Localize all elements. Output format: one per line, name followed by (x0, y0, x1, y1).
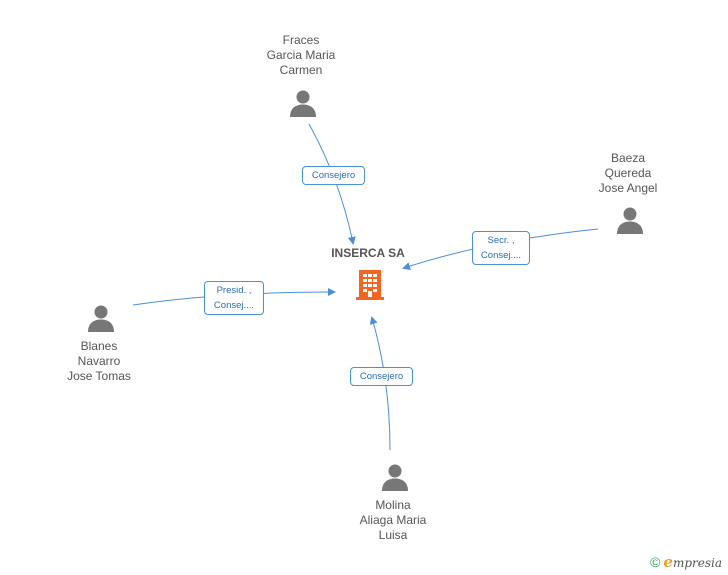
name-line: Garcia Maria (266, 48, 336, 62)
role-line: Consejero (359, 371, 404, 382)
role-line: Consej.... (480, 250, 522, 261)
name-line: Luisa (378, 528, 408, 542)
footer-brand[interactable]: ©empresia (650, 553, 722, 571)
brand-logo: empresia (663, 553, 722, 571)
role-line: Consej.... (213, 300, 255, 311)
role-box-molina[interactable]: Consejero (350, 367, 413, 386)
name-line: Quereda (604, 166, 652, 180)
name-line: Jose Angel (598, 181, 658, 195)
person-icon[interactable] (288, 88, 318, 118)
name-line: Jose Tomas (67, 369, 131, 383)
role-box-baeza[interactable]: Secr. , Consej.... (472, 231, 530, 265)
person-name-baeza[interactable]: Baeza Quereda Jose Angel (558, 151, 698, 196)
name-line: Carmen (279, 63, 323, 77)
brand-initial: e (663, 553, 673, 571)
brand-rest: mpresia (672, 556, 722, 570)
name-line: Baeza (610, 151, 646, 165)
role-line: Secr. , (487, 235, 515, 246)
building-icon[interactable] (355, 268, 385, 302)
role-box-frances[interactable]: Consejero (302, 166, 365, 185)
name-line: Molina (375, 498, 411, 512)
person-name-frances[interactable]: Fraces Garcia Maria Carmen (231, 33, 371, 78)
name-line: Aliaga Maria (359, 513, 427, 527)
person-icon[interactable] (615, 205, 645, 235)
name-line: Fraces (282, 33, 320, 47)
person-name-molina[interactable]: Molina Aliaga Maria Luisa (323, 498, 463, 543)
role-line: Presid. , (216, 285, 252, 296)
name-line: Navarro (77, 354, 121, 368)
person-name-blanes[interactable]: Blanes Navarro Jose Tomas (29, 339, 169, 384)
role-line: Consejero (311, 170, 356, 181)
person-icon[interactable] (380, 462, 410, 492)
person-icon[interactable] (86, 303, 116, 333)
copyright-icon: © (650, 554, 661, 570)
name-line: Blanes (80, 339, 118, 353)
role-box-blanes[interactable]: Presid. , Consej.... (204, 281, 264, 315)
company-name[interactable]: INSERCA SA (331, 246, 405, 260)
